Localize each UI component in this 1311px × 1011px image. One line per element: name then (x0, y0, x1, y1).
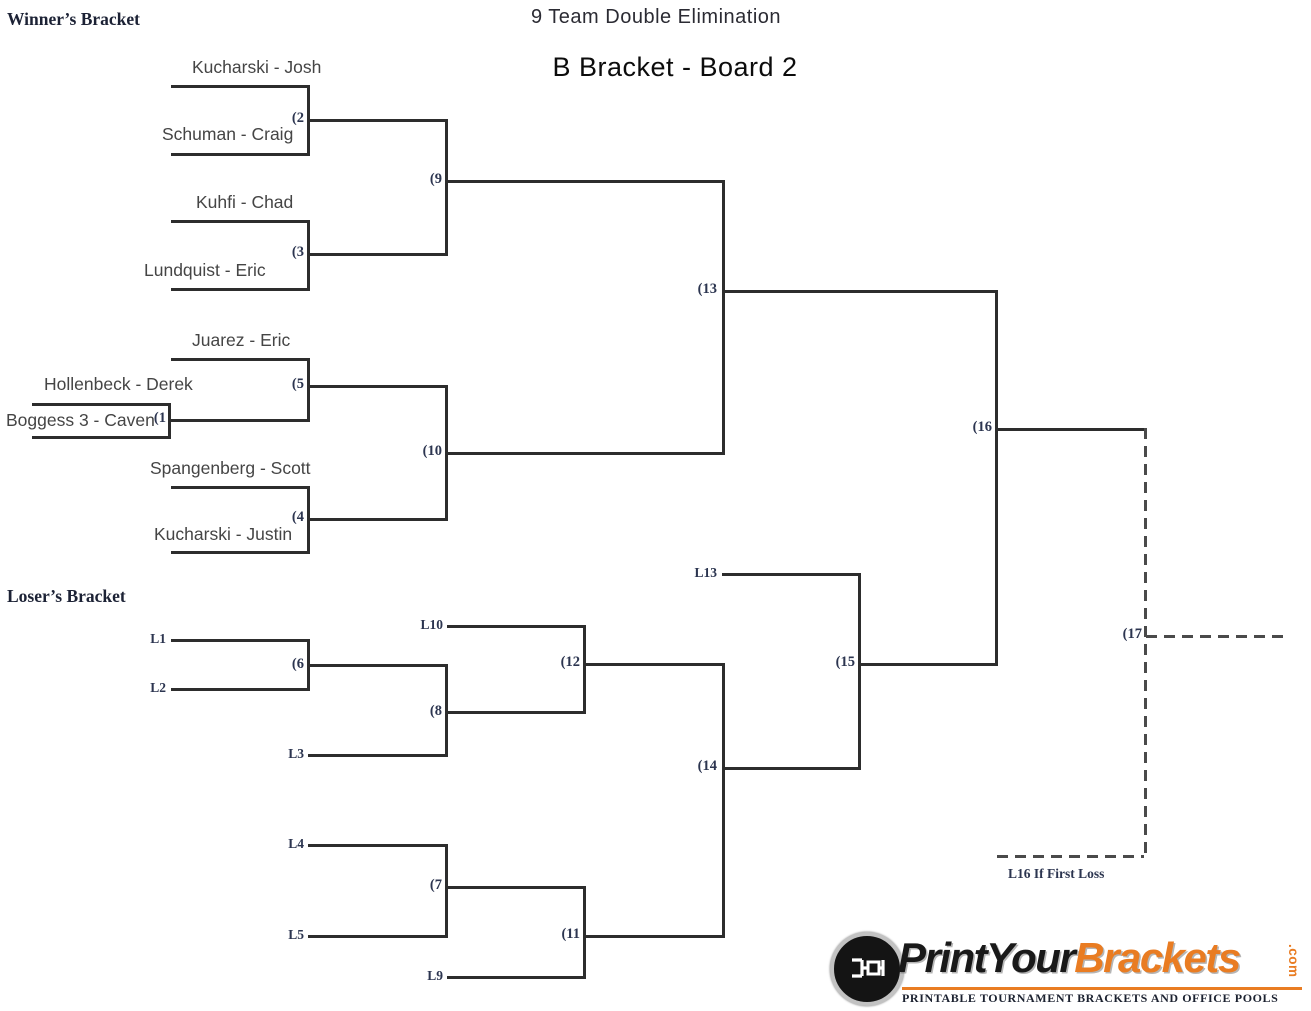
logo-domain-com: .com (1286, 944, 1301, 978)
match-label-14: (14 (697, 758, 717, 774)
line-match11-winner (583, 935, 722, 938)
logo-wordmark: PrintYourBrackets (898, 934, 1241, 982)
line-match5-winner (307, 385, 445, 388)
line-match1-winner (171, 419, 307, 422)
match-label-4: (4 (291, 509, 304, 525)
line-match8-join (445, 664, 448, 757)
line-match9-winner (445, 180, 722, 183)
line-loser-slot-l1 (171, 639, 307, 642)
line-match11-join (583, 886, 586, 979)
line-match7-winner (445, 886, 583, 889)
match-label-15: (15 (835, 654, 855, 670)
l16-first-loss-note: L16 If First Loss (1008, 866, 1105, 881)
line-boggess-caven (32, 436, 171, 439)
match-label-2: (2 (291, 110, 304, 126)
line-match15-join (858, 573, 861, 770)
team-kucharski-josh: Kucharski - Josh (192, 57, 322, 77)
slot-l2: L2 (150, 680, 166, 695)
line-match8-winner (445, 711, 583, 714)
team-kuhfi-chad: Kuhfi - Chad (196, 192, 294, 212)
logo-word-printyour: PrintYour (898, 934, 1076, 981)
line-loser-slot-l13 (722, 573, 858, 576)
line-match16-winner (995, 428, 1145, 431)
line-loser-slot-l4 (308, 844, 445, 847)
line-match5-join (307, 358, 310, 422)
line-juarez-eric (171, 358, 307, 361)
line-match14-winner (722, 767, 858, 770)
line-kucharski-josh (171, 85, 307, 88)
match-label-12: (12 (560, 654, 580, 670)
team-schuman-craig: Schuman - Craig (162, 124, 294, 144)
line-loser-slot-l9 (447, 976, 583, 979)
slot-l13: L13 (694, 565, 717, 580)
team-lundquist-eric: Lundquist - Eric (144, 260, 266, 280)
line-match15-winner (858, 663, 995, 666)
logo-bracket-icon (830, 932, 904, 1006)
line-spangenberg-scott (171, 486, 307, 489)
line-match4-winner (307, 518, 445, 521)
board-subtitle: B Bracket - Board 2 (552, 52, 798, 82)
match-label-9: (9 (429, 171, 442, 187)
line-match12-join (583, 625, 586, 714)
match-label-7: (7 (429, 877, 442, 893)
line-match13-join (722, 180, 725, 455)
line-match6-winner (307, 664, 445, 667)
logo-divider (902, 987, 1302, 990)
match-label-6: (6 (291, 656, 304, 672)
line-hollenbeck-derek (32, 403, 171, 406)
slot-l9: L9 (427, 968, 443, 983)
team-juarez-eric: Juarez - Eric (192, 330, 291, 350)
line-l16-first-loss-dashed (997, 855, 1144, 858)
match-label-8: (8 (429, 703, 442, 719)
line-match14-join (722, 663, 725, 938)
line-loser-slot-l3 (308, 754, 445, 757)
line-match13-winner (722, 290, 995, 293)
match-label-16: (16 (972, 419, 992, 435)
match-label-13: (13 (697, 281, 717, 297)
winners-bracket-heading: Winner’s Bracket (7, 9, 141, 29)
line-match3-winner (307, 253, 445, 256)
slot-l4: L4 (288, 836, 304, 851)
line-match7-join (445, 844, 448, 938)
slot-l5: L5 (288, 927, 304, 942)
losers-bracket-heading: Loser’s Bracket (7, 586, 126, 606)
slot-l1: L1 (150, 631, 166, 646)
line-match9-join (445, 119, 448, 256)
team-boggess-caven: Boggess 3 - Caven (6, 410, 155, 430)
match-label-10: (10 (422, 443, 442, 459)
logo-tagline: PRINTABLE TOURNAMENT BRACKETS AND OFFICE… (902, 991, 1279, 1005)
match-label-11: (11 (561, 926, 580, 942)
team-kucharski-justin: Kucharski - Justin (154, 524, 293, 544)
line-lundquist-eric (171, 288, 307, 291)
match-label-17: (17 (1122, 626, 1142, 642)
page-title: 9 Team Double Elimination (530, 6, 782, 28)
line-match12-winner (583, 663, 722, 666)
line-match2-winner (307, 119, 445, 122)
line-loser-slot-l5 (308, 935, 445, 938)
match-label-3: (3 (291, 244, 304, 260)
printyourbrackets-logo[interactable]: PrintYourBrackets .com PRINTABLE TOURNAM… (822, 926, 1311, 1011)
logo-word-brackets: Brackets (1074, 934, 1241, 981)
match-label-5: (5 (291, 376, 304, 392)
slot-l10: L10 (420, 617, 443, 632)
line-match1-join (168, 403, 171, 439)
line-loser-slot-l2 (171, 688, 307, 691)
match-label-1: (1 (153, 410, 166, 426)
line-match16-join (995, 290, 998, 666)
line-kuhfi-chad (171, 220, 307, 223)
team-hollenbeck-derek: Hollenbeck - Derek (44, 374, 193, 394)
line-schuman-craig (171, 153, 307, 156)
slot-l3: L3 (288, 746, 304, 761)
line-kucharski-justin (171, 551, 307, 554)
line-loser-slot-l10 (447, 625, 583, 628)
line-match17-winner-dashed (1146, 635, 1288, 638)
line-match10-winner (445, 452, 722, 455)
line-match17-join-dashed (1144, 428, 1147, 855)
team-spangenberg-scott: Spangenberg - Scott (150, 458, 311, 478)
